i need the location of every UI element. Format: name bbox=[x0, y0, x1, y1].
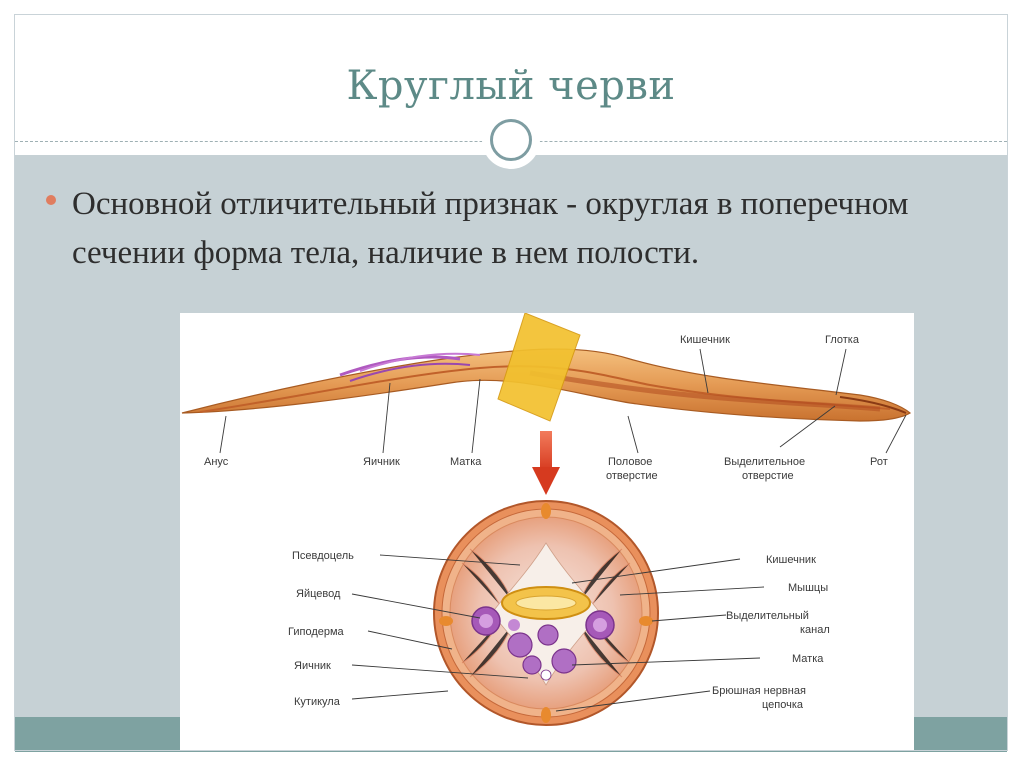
label-excretory-canal-2: канал bbox=[800, 624, 830, 636]
roundworm-illustration: Анус Яичник Матка Половое отверстие Выде… bbox=[181, 313, 912, 726]
label-nerve-cord-2: цепочка bbox=[762, 699, 804, 711]
label-intestine-top: Кишечник bbox=[680, 334, 730, 346]
label-excretory-canal-1: Выделительный bbox=[726, 610, 809, 622]
label-pseudocoel: Псевдоцель bbox=[292, 550, 354, 562]
section-leader-lines bbox=[351, 554, 765, 712]
label-oviduct: Яйцевод bbox=[296, 588, 341, 600]
label-uterus-section: Матка bbox=[792, 653, 824, 665]
label-uterus: Матка bbox=[450, 456, 482, 468]
label-genital-opening-1: Половое bbox=[608, 456, 652, 468]
label-pharynx: Глотка bbox=[825, 334, 860, 346]
slide-frame bbox=[14, 14, 1008, 751]
label-anus: Анус bbox=[204, 456, 229, 468]
roundworm-diagram: Анус Яичник Матка Половое отверстие Выде… bbox=[180, 313, 914, 750]
title-area: Круглый черви bbox=[15, 15, 1007, 141]
label-genital-opening-2: отверстие bbox=[606, 470, 658, 482]
bullet-text: Основной отличительный признак - округла… bbox=[72, 186, 909, 271]
section-plane-icon bbox=[497, 313, 581, 422]
bullet-dot-icon bbox=[46, 195, 56, 205]
circle-ring bbox=[490, 119, 532, 161]
circle-emblem-icon bbox=[482, 111, 540, 169]
cross-section bbox=[433, 500, 659, 726]
down-arrow-icon bbox=[532, 431, 560, 495]
label-cuticle: Кутикула bbox=[294, 696, 341, 708]
worm-leader-lines bbox=[219, 348, 907, 454]
label-hypodermis: Гиподерма bbox=[288, 626, 345, 638]
slide-title: Круглый черви bbox=[346, 63, 676, 109]
label-nerve-cord-1: Брюшная нервная bbox=[712, 685, 806, 697]
label-ovary: Яичник bbox=[363, 456, 400, 468]
label-muscles: Мышцы bbox=[788, 582, 828, 594]
label-excretory-opening-2: отверстие bbox=[742, 470, 794, 482]
label-intestine-section: Кишечник bbox=[766, 554, 816, 566]
label-excretory-opening-1: Выделительное bbox=[724, 456, 805, 468]
label-ovary-section: Яичник bbox=[294, 660, 331, 672]
label-mouth: Рот bbox=[870, 456, 888, 468]
